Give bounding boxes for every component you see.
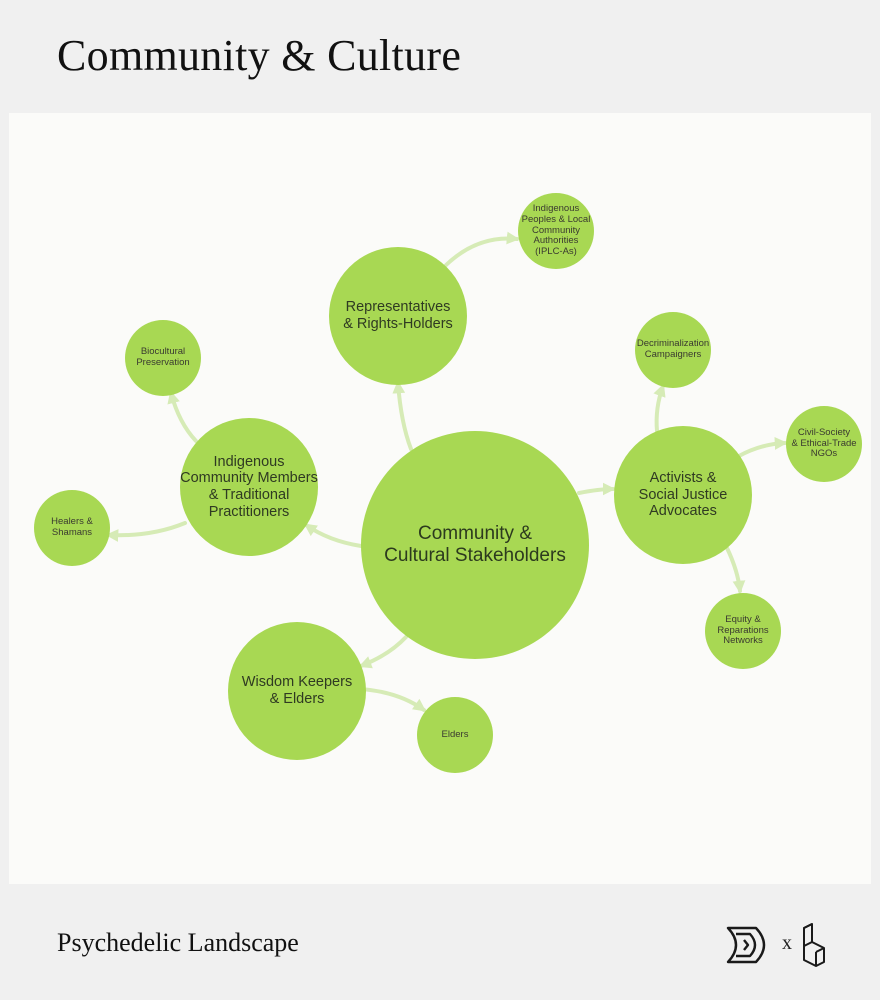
connector-indigenous-healers <box>105 521 187 542</box>
connector-center-wisdom <box>358 635 408 669</box>
connector-layer <box>105 231 788 712</box>
connector-activists-decriminalization <box>653 383 666 433</box>
connector-wisdom-elders <box>359 687 427 712</box>
connector-activists-civil <box>737 437 788 458</box>
footer-title: Psychedelic Landscape <box>57 928 299 957</box>
logo-separator: x <box>782 932 792 954</box>
node-decriminalization-campaigners: Decriminalization Campaigners <box>635 312 711 388</box>
node-equity-reparations: Equity & Reparations Networks <box>705 593 781 669</box>
node-elders: Elders <box>417 697 493 773</box>
node-wisdom-keepers-elders: Wisdom Keepers & Elders <box>228 622 366 760</box>
node-community-cultural-stakeholders: Community & Cultural Stakeholders <box>361 431 589 659</box>
node-civil-society-ngos: Civil-Society & Ethical-Trade NGOs <box>786 406 862 482</box>
page-title: Community & Culture <box>57 31 462 80</box>
isometric-b-logo-icon <box>803 923 825 967</box>
node-activists-social-justice: Activists & Social Justice Advocates <box>614 426 752 564</box>
connector-center-representatives <box>392 380 413 451</box>
connector-center-indigenous <box>303 523 363 548</box>
node-healers-shamans: Healers & Shamans <box>34 490 110 566</box>
connector-representatives-iplc <box>443 231 520 268</box>
connector-activists-equity <box>725 546 746 594</box>
connector-center-activists <box>577 482 616 496</box>
node-representatives-rights-holders: Representatives & Rights-Holders <box>329 247 467 385</box>
node-indigenous-community-members: Indigenous Community Members & Tradition… <box>180 418 318 556</box>
node-iplc-authorities: Indigenous Peoples & Local Community Aut… <box>518 193 594 269</box>
leaf-chevron-logo-icon <box>726 926 766 964</box>
diagram-canvas: Community & Cultural Stakeholders Repres… <box>9 113 871 884</box>
node-biocultural-preservation: Biocultural Preservation <box>125 320 201 396</box>
connector-indigenous-biocultural <box>167 390 198 443</box>
